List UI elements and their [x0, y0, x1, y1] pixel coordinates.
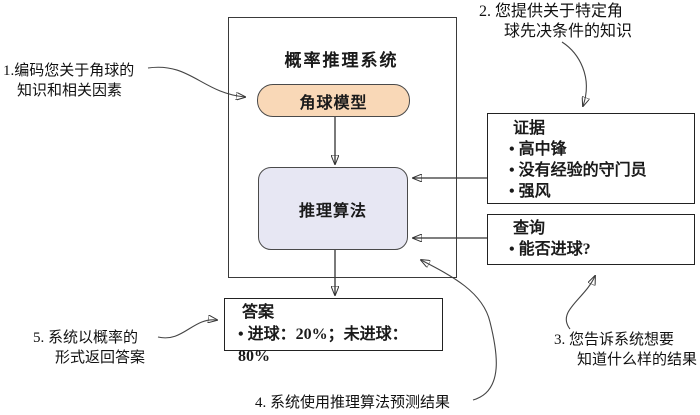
annotation-1-line-1: 1.编码您关于角球的 — [3, 63, 135, 79]
evidence-item: • 没有经验的守门员 — [509, 162, 647, 179]
annotation-1-line-2: 知识和相关因素 — [17, 83, 123, 99]
annotation-1: 1.编码您关于角球的 知识和相关因素 — [3, 61, 134, 101]
leader-annotation-2 — [561, 41, 586, 106]
system-title: 概率推理系统 — [284, 51, 399, 70]
answer-item: • 进球：20%；未进球：80% — [238, 326, 408, 365]
annotation-5: 5. 系统以概率的 形式返回答案 — [33, 328, 145, 368]
annotation-2: 2. 您提供关于特定角 球先决条件的知识 — [479, 2, 632, 42]
answer-title: 答案 — [242, 304, 275, 321]
annotation-4: 4. 系统使用推理算法预测结果 — [255, 393, 450, 413]
corner-kick-model-box: 角球模型 — [257, 84, 410, 117]
evidence-box: 证据 • 高中锋 • 没有经验的守门员 • 强风 — [487, 113, 695, 204]
query-title: 查询 — [513, 220, 546, 237]
annotation-5-line-1: 5. 系统以概率的 — [33, 330, 139, 346]
evidence-title: 证据 — [513, 120, 546, 137]
annotation-3-line-2: 知道什么样的结果 — [577, 352, 698, 368]
inference-algorithm-box: 推理算法 — [258, 167, 408, 250]
evidence-item: • 高中锋 — [509, 141, 567, 158]
annotation-5-line-2: 形式返回答案 — [55, 350, 146, 366]
query-box: 查询 • 能否进球? — [487, 214, 695, 265]
system-boundary-box — [228, 17, 457, 278]
annotation-3: 3. 您告诉系统想要 知道什么样的结果 — [554, 330, 697, 370]
annotation-2-line-1: 2. 您提供关于特定角 — [479, 3, 624, 20]
leader-annotation-5 — [157, 320, 217, 339]
evidence-item: • 强风 — [509, 183, 551, 200]
annotation-2-line-2: 球先决条件的知识 — [504, 23, 633, 40]
annotation-4-line-1: 4. 系统使用推理算法预测结果 — [255, 395, 451, 411]
query-item: • 能否进球? — [509, 241, 591, 258]
leader-annotation-3 — [565, 276, 595, 330]
annotation-3-line-1: 3. 您告诉系统想要 — [554, 332, 675, 348]
answer-box: 答案 • 进球：20%；未进球：80% — [224, 298, 443, 365]
